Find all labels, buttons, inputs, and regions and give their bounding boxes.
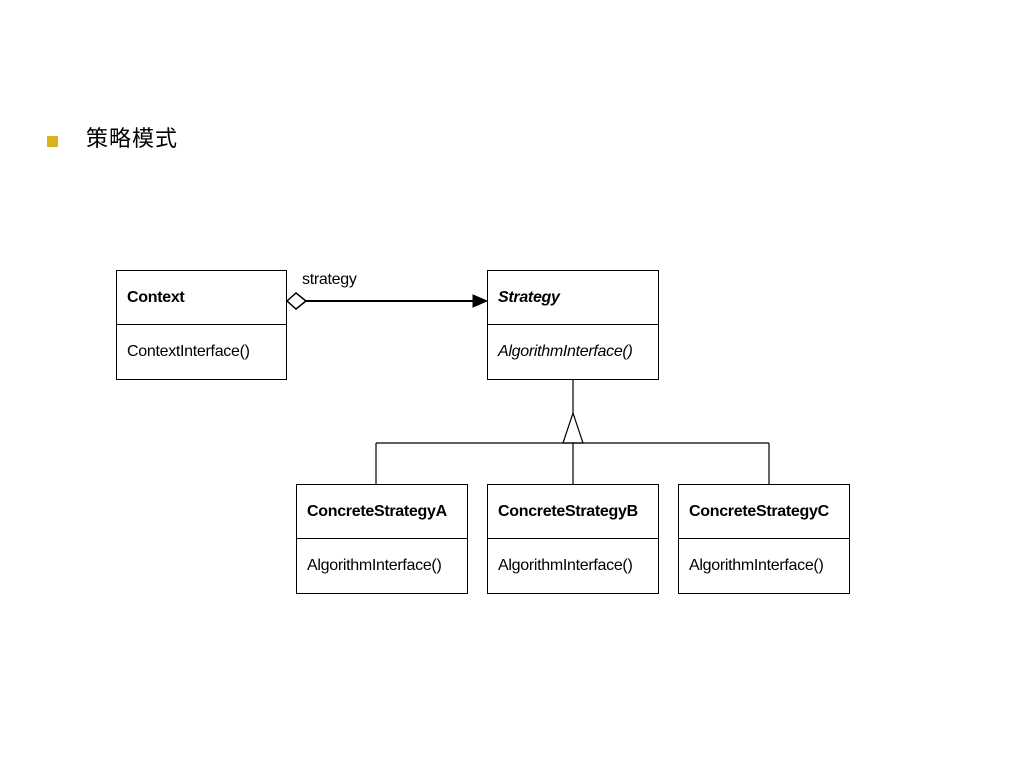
class-concrete-strategy-b: ConcreteStrategyB AlgorithmInterface()	[487, 484, 659, 594]
class-name: ConcreteStrategyC	[679, 485, 849, 539]
class-strategy: Strategy AlgorithmInterface()	[487, 270, 659, 380]
class-concrete-strategy-a: ConcreteStrategyA AlgorithmInterface()	[296, 484, 468, 594]
class-operation: AlgorithmInterface()	[307, 557, 442, 574]
class-name: Strategy	[488, 271, 658, 325]
class-operation: AlgorithmInterface()	[689, 557, 824, 574]
slide-title: 策略模式	[86, 127, 179, 152]
class-context: Context ContextInterface()	[116, 270, 287, 380]
class-operation: ContextInterface()	[127, 343, 250, 360]
class-name: Context	[117, 271, 286, 325]
class-name: ConcreteStrategyA	[297, 485, 467, 539]
class-name: ConcreteStrategyB	[488, 485, 658, 539]
association-role-label: strategy	[302, 271, 357, 288]
inheritance-triangle	[562, 411, 584, 444]
navigability-arrowhead	[472, 294, 489, 308]
aggregation-diamond	[285, 292, 308, 310]
class-operation: AlgorithmInterface()	[498, 343, 633, 360]
bullet-square	[47, 136, 58, 147]
class-operation: AlgorithmInterface()	[498, 557, 633, 574]
class-concrete-strategy-c: ConcreteStrategyC AlgorithmInterface()	[678, 484, 850, 594]
